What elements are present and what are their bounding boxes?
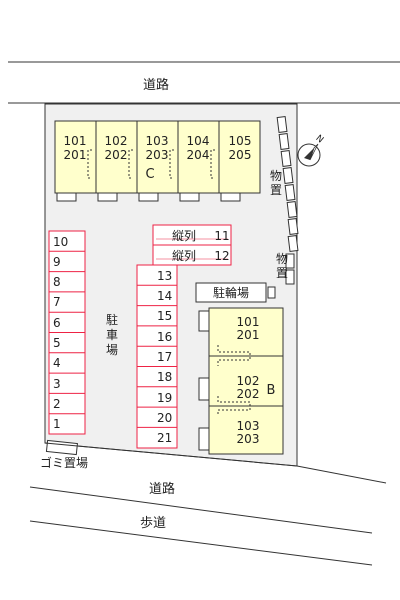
- stair-dashed: [169, 149, 174, 179]
- balcony: [97, 192, 118, 202]
- building-c-label: C: [145, 167, 154, 182]
- unit-number: 203: [146, 148, 169, 162]
- parking-slot-6: 6: [53, 316, 61, 330]
- tandem-number: 11: [214, 229, 229, 243]
- storage-strip-upper: [276, 116, 299, 252]
- balcony: [179, 192, 200, 202]
- balcony: [198, 427, 210, 451]
- building-c: 101 201 102 202 103 203 104 204 105 205 …: [54, 120, 261, 202]
- balcony: [56, 192, 77, 202]
- storage-strip-lower: [285, 253, 295, 285]
- parking-slot-8: 8: [53, 275, 61, 289]
- parking-label: 駐: [106, 312, 118, 327]
- stair-dashed: [217, 396, 251, 416]
- bike-parking-area: [195, 282, 267, 303]
- unit-number: 205: [229, 148, 252, 162]
- parking-label: 場: [106, 343, 118, 357]
- unit-number: 101: [64, 134, 87, 148]
- balcony: [198, 310, 210, 332]
- parking-slot-3: 3: [53, 377, 61, 391]
- garbage-station-label: ゴミ置場: [40, 455, 88, 470]
- storage-label-upper: 物: [270, 169, 282, 183]
- storage-label-lower: 物: [276, 252, 288, 266]
- parking-slot-10: 10: [53, 235, 68, 249]
- storage-label-lower: 置: [276, 266, 288, 280]
- unit-number: 103: [237, 419, 260, 433]
- tandem-label: 縦列: [172, 249, 196, 263]
- stair-dashed: [128, 149, 133, 179]
- unit-number: 101: [237, 315, 260, 329]
- parking-slot-4: 4: [53, 356, 61, 370]
- road-south-edge-bottom: [29, 486, 373, 534]
- parking-label: 車: [106, 328, 118, 342]
- parking-slot-14: 14: [157, 289, 172, 303]
- sidewalk-edge-bottom: [29, 520, 373, 566]
- bike-parking-marker: [267, 286, 276, 299]
- building-b: 101 201 102 202 103 203 B: [198, 307, 284, 455]
- parking-slot-13: 13: [157, 269, 172, 283]
- parking-slot-18: 18: [157, 370, 172, 384]
- parking-slot-19: 19: [157, 391, 172, 405]
- unit-number: 102: [237, 374, 260, 388]
- unit-number: 104: [187, 134, 210, 148]
- unit-number: 201: [237, 328, 260, 342]
- north-mark-label: N: [313, 133, 325, 145]
- building-c-outline: [54, 120, 261, 194]
- unit-number: 202: [105, 148, 128, 162]
- parking-slot-9: 9: [53, 255, 61, 269]
- road-south-edge-top: [44, 442, 298, 467]
- stair-dashed: [210, 149, 215, 179]
- tandem-parking: [152, 224, 232, 266]
- unit-number: 202: [237, 387, 260, 401]
- parking-slot-20: 20: [157, 411, 172, 425]
- parking-slot-1: 1: [53, 417, 61, 431]
- north-arrow-icon: [297, 143, 321, 167]
- unit-number: 203: [237, 432, 260, 446]
- road-north-label: 道路: [143, 77, 169, 93]
- storage-label-upper: 置: [270, 183, 282, 197]
- unit-number: 201: [64, 148, 87, 162]
- unit-number: 105: [229, 134, 252, 148]
- building-b-outline: [208, 307, 284, 455]
- parking-slot-15: 15: [157, 309, 172, 323]
- stair-dashed: [217, 345, 251, 366]
- parking-slot-17: 17: [157, 350, 172, 364]
- road-south-edge-top-right: [296, 465, 387, 484]
- parking-middle-column: [136, 264, 178, 449]
- parking-slot-16: 16: [157, 330, 172, 344]
- stair-dashed: [87, 149, 92, 179]
- sidewalk-label: 歩道: [140, 516, 166, 531]
- road-south-label: 道路: [149, 481, 175, 497]
- unit-number: 204: [187, 148, 210, 162]
- unit-number: 102: [105, 134, 128, 148]
- bike-parking-label: 駐輪場: [213, 285, 249, 300]
- unit-number: 103: [146, 134, 169, 148]
- building-b-label: B: [267, 383, 276, 398]
- tandem-label: 縦列: [172, 229, 196, 243]
- parking-slot-7: 7: [53, 295, 61, 309]
- parking-slot-21: 21: [157, 431, 172, 445]
- tandem-number: 12: [214, 249, 229, 263]
- parking-slot-2: 2: [53, 397, 61, 411]
- parking-slot-5: 5: [53, 336, 61, 350]
- balcony: [220, 192, 241, 202]
- balcony: [198, 377, 210, 401]
- balcony: [138, 192, 159, 202]
- parking-left-column: [48, 230, 86, 435]
